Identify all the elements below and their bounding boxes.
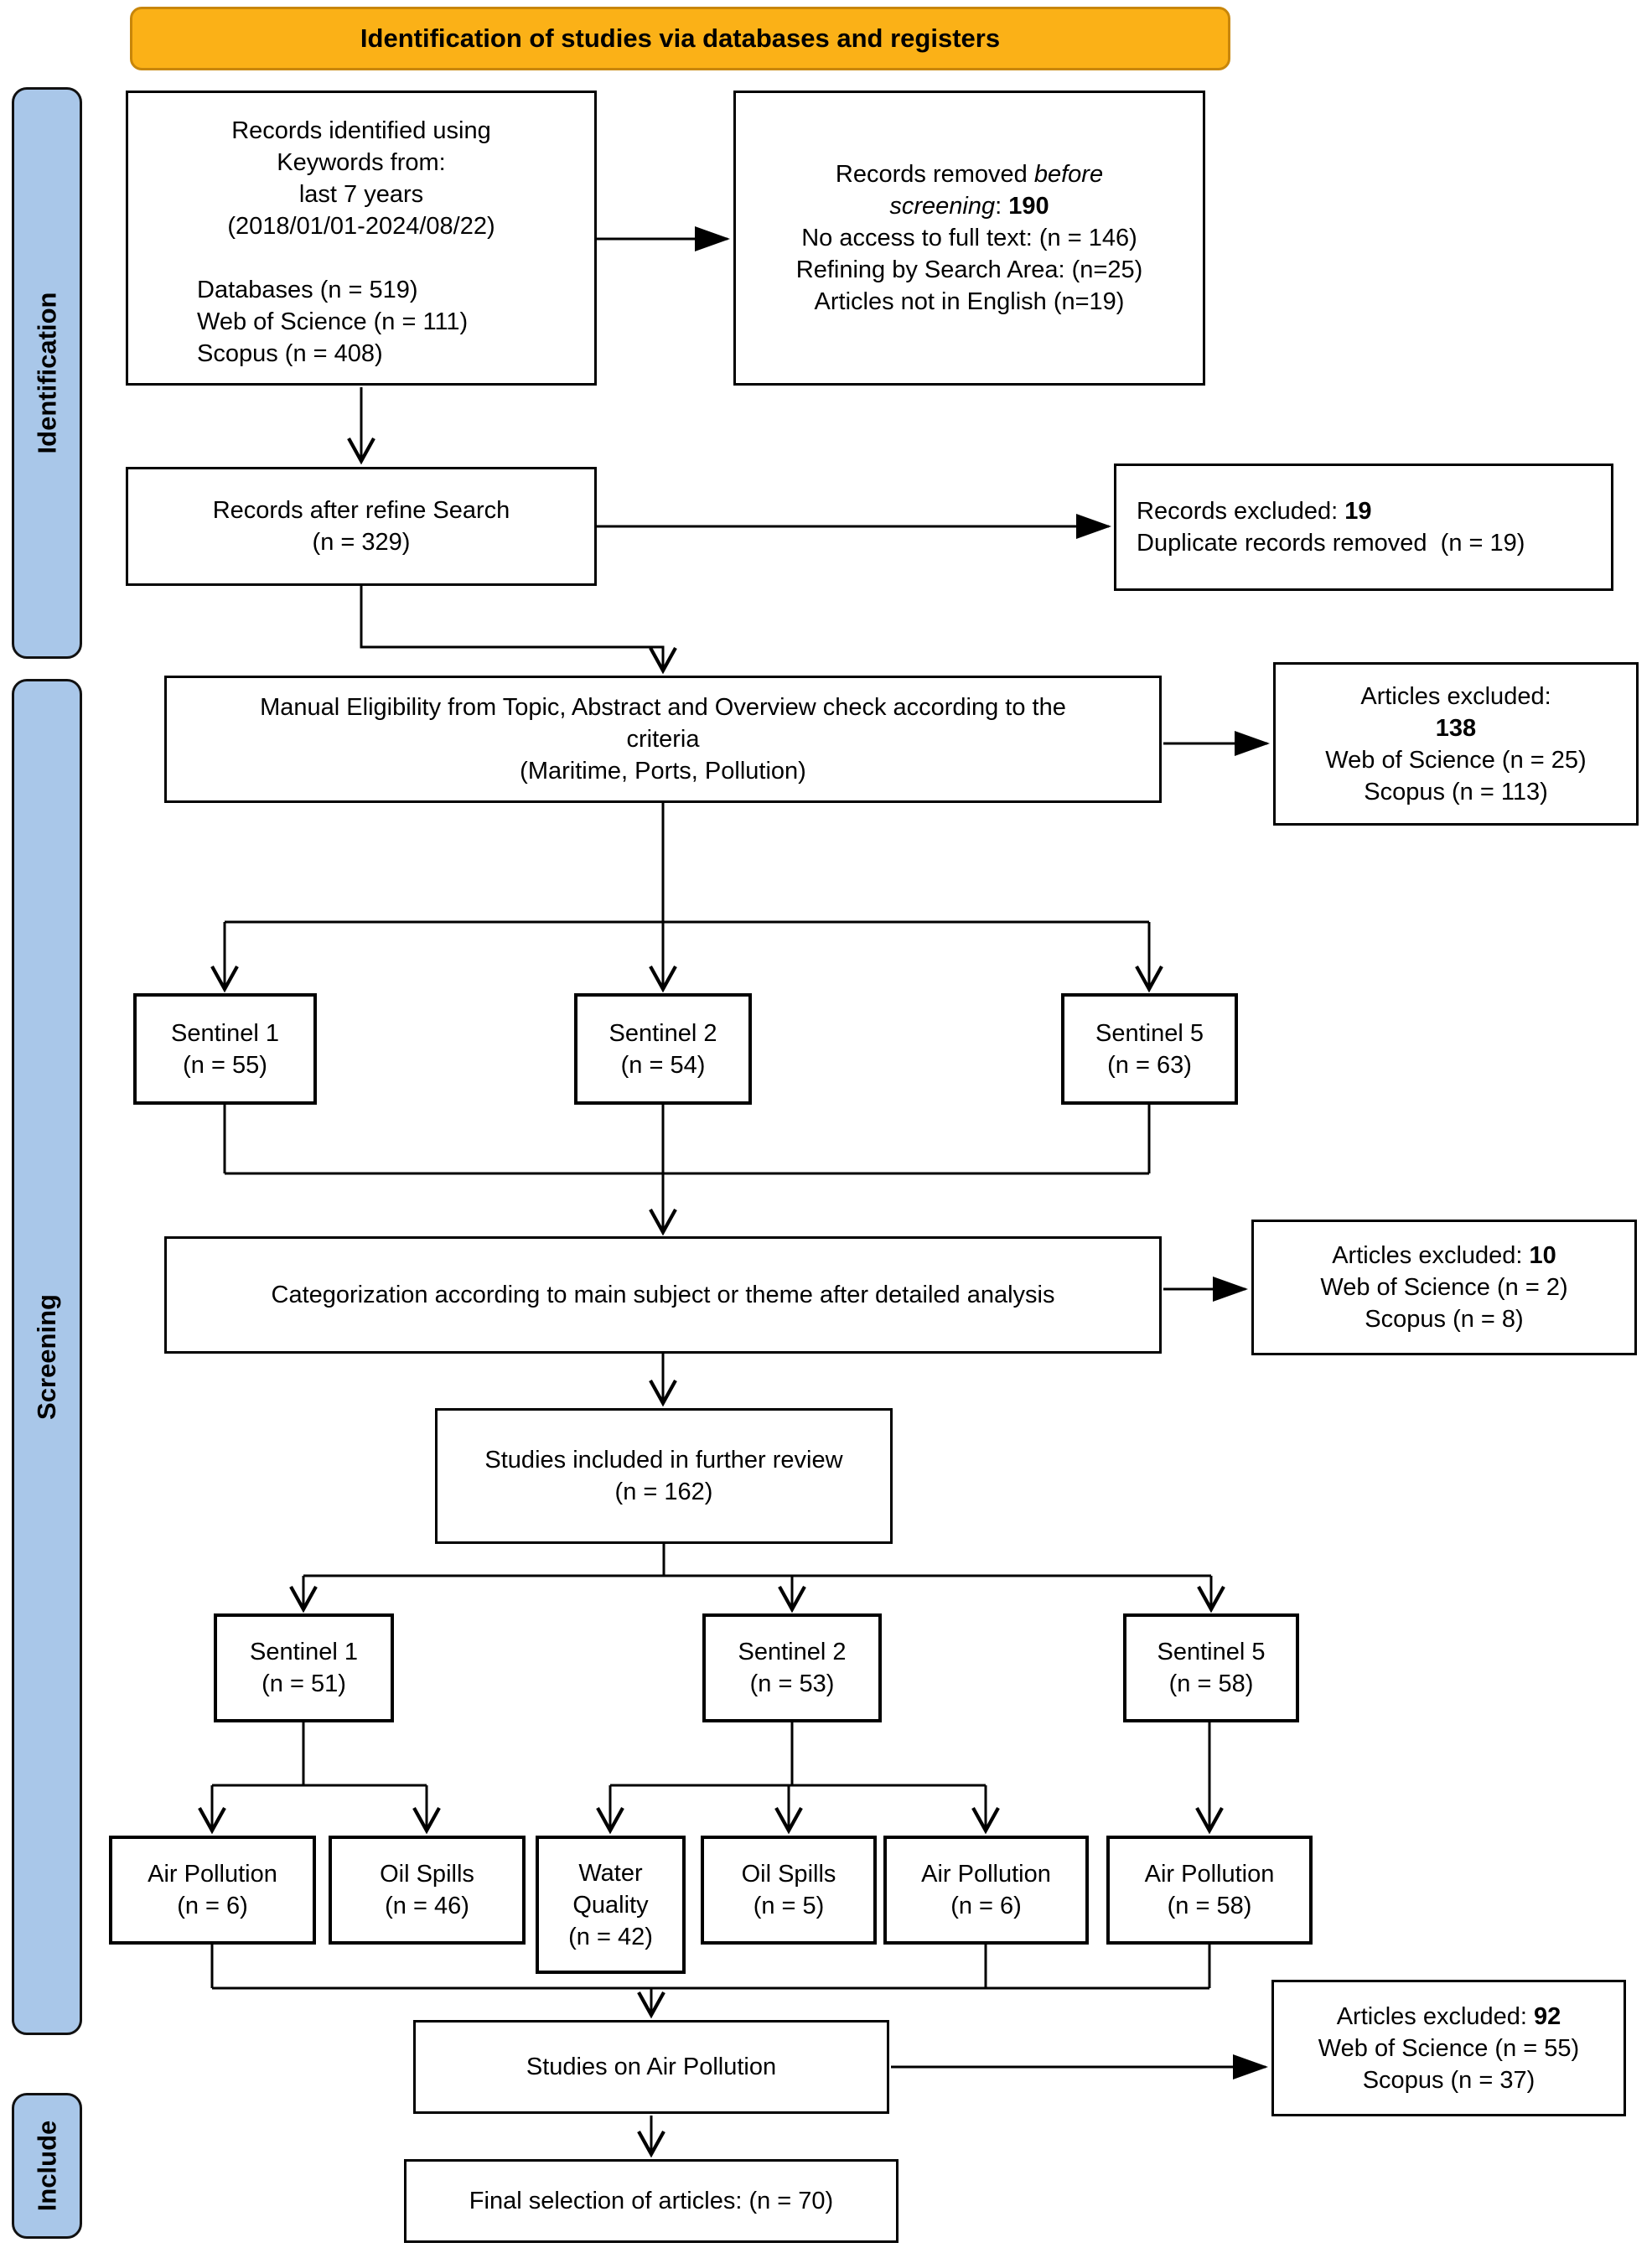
text-line: last 7 years — [298, 181, 424, 208]
box-water-quality-s2: Water Quality (n = 42) — [536, 1836, 686, 1974]
text-line: Keywords from: — [277, 149, 446, 176]
box-air-pollution-s5: Air Pollution (n = 58) — [1106, 1836, 1313, 1945]
text-line: Web of Science (n = 111) — [197, 308, 469, 335]
box-manual-eligibility: Manual Eligibility from Topic, Abstract … — [164, 676, 1162, 803]
text-line: (n = 6) — [177, 1893, 248, 1919]
box-records-removed-before-screening: Records removed before screening: 190 No… — [733, 91, 1205, 386]
stage-identification: Identification — [12, 87, 82, 659]
box-sentinel-5-row1: Sentinel 5 (n = 63) — [1061, 993, 1238, 1105]
text-line: Articles not in English (n=19) — [814, 288, 1125, 315]
text-line: (n = 53) — [749, 1670, 835, 1697]
text-line: Categorization according to main subject… — [271, 1282, 1055, 1308]
box-categorization: Categorization according to main subject… — [164, 1236, 1162, 1354]
text-line: (n = 55) — [183, 1051, 267, 1079]
text-line: (2018/01/01-2024/08/22) — [227, 213, 495, 240]
box-articles-excluded-138: Articles excluded: 138 Web of Science (n… — [1273, 662, 1639, 826]
text-line: Records excluded: 19 — [1137, 498, 1372, 525]
text-line: Scopus (n = 37) — [1362, 2066, 1535, 2094]
text-line: Scopus (n = 408) — [197, 340, 383, 367]
text-line: (n = 329) — [312, 529, 411, 556]
stage-include-label: Include — [32, 2120, 62, 2212]
text-line: Oil Spills — [741, 1861, 836, 1888]
text-line: (n = 46) — [385, 1893, 469, 1919]
text-line: Articles excluded: — [1360, 682, 1551, 710]
box-sentinel-2-row2: Sentinel 2 (n = 53) — [702, 1613, 882, 1722]
text-line: Duplicate records removed (n = 19) — [1137, 530, 1525, 557]
text-line: Records after refine Search — [212, 497, 510, 524]
box-final-selection: Final selection of articles: (n = 70) — [404, 2159, 899, 2243]
text-line: Air Pollution — [1144, 1861, 1275, 1888]
text-line: Scopus (n = 8) — [1365, 1306, 1524, 1333]
text-line: Final selection of articles: (n = 70) — [469, 2188, 834, 2214]
text-line: Sentinel 2 — [608, 1019, 717, 1047]
text-line: Scopus (n = 113) — [1364, 778, 1548, 805]
banner-identification-of-studies: Identification of studies via databases … — [130, 7, 1230, 70]
stage-screening-label: Screening — [32, 1294, 62, 1420]
text-line: (n = 6) — [950, 1893, 1022, 1919]
stage-identification-label: Identification — [32, 292, 62, 454]
text-line: Articles excluded: 92 — [1336, 2002, 1561, 2030]
text-line: (n = 5) — [753, 1893, 825, 1919]
text-line: Water Quality — [572, 1859, 649, 1919]
text-line: Sentinel 2 — [738, 1639, 847, 1665]
text-line: Refining by Search Area: (n=25) — [795, 256, 1143, 283]
stage-include: Include — [12, 2093, 82, 2239]
text-line: Articles excluded: 10 — [1332, 1242, 1556, 1269]
text-line: Sentinel 1 — [171, 1019, 279, 1047]
box-oil-spills-s2: Oil Spills (n = 5) — [701, 1836, 877, 1945]
text-line: (n = 58) — [1167, 1893, 1252, 1919]
box-air-pollution-s1: Air Pollution (n = 6) — [109, 1836, 316, 1945]
text-line: Studies included in further review — [484, 1447, 843, 1474]
text-line: Records removed before — [835, 161, 1104, 188]
text-line: Studies on Air Pollution — [526, 2054, 777, 2080]
text-line: Web of Science (n = 25) — [1325, 746, 1587, 774]
box-sentinel-5-row2: Sentinel 5 (n = 58) — [1123, 1613, 1299, 1722]
box-records-excluded: Records excluded: 19 Duplicate records r… — [1114, 464, 1613, 591]
box-studies-on-air-pollution: Studies on Air Pollution — [413, 2020, 889, 2114]
banner-title: Identification of studies via databases … — [360, 23, 1001, 53]
text-line: (n = 42) — [568, 1923, 653, 1950]
box-studies-included-further-review: Studies included in further review (n = … — [435, 1408, 893, 1544]
text-line: Web of Science (n = 2) — [1320, 1274, 1568, 1301]
box-articles-excluded-92: Articles excluded: 92 Web of Science (n … — [1271, 1980, 1626, 2116]
text-line: (n = 54) — [620, 1051, 706, 1079]
text-line: screening: 190 — [889, 193, 1049, 220]
text-line: No access to full text: (n = 146) — [801, 225, 1137, 251]
text-line: Sentinel 5 — [1157, 1639, 1266, 1665]
text-line: Databases (n = 519) — [197, 277, 418, 303]
text-line: Sentinel 1 — [250, 1639, 358, 1665]
box-records-identified: Records identified using Keywords from: … — [126, 91, 597, 386]
text-line: (n = 162) — [614, 1479, 713, 1505]
text-line: Oil Spills — [380, 1861, 474, 1888]
box-air-pollution-s2: Air Pollution (n = 6) — [883, 1836, 1089, 1945]
text-line: Manual Eligibility from Topic, Abstract … — [260, 694, 1066, 721]
text-line: Air Pollution — [921, 1861, 1051, 1888]
box-records-after-refine-search: Records after refine Search (n = 329) — [126, 467, 597, 586]
text-line: (n = 51) — [262, 1670, 346, 1697]
box-oil-spills-s1: Oil Spills (n = 46) — [329, 1836, 526, 1945]
stage-screening: Screening — [12, 679, 82, 2035]
text-line: 138 — [1435, 714, 1477, 742]
box-sentinel-1-row1: Sentinel 1 (n = 55) — [133, 993, 317, 1105]
text-line: Web of Science (n = 55) — [1318, 2034, 1580, 2062]
text-line: Sentinel 5 — [1095, 1019, 1204, 1047]
box-sentinel-1-row2: Sentinel 1 (n = 51) — [214, 1613, 394, 1722]
text-line: Records identified using — [231, 117, 491, 144]
text-line: Air Pollution — [148, 1861, 277, 1888]
text-line: criteria — [626, 726, 700, 753]
box-articles-excluded-10: Articles excluded: 10 Web of Science (n … — [1251, 1220, 1637, 1355]
text-line: (n = 63) — [1107, 1051, 1192, 1079]
text-line: (Maritime, Ports, Pollution) — [520, 758, 806, 785]
box-sentinel-2-row1: Sentinel 2 (n = 54) — [574, 993, 752, 1105]
database-counts: Databases (n = 519) Web of Science (n = … — [197, 274, 468, 370]
text-line: (n = 58) — [1168, 1670, 1254, 1697]
